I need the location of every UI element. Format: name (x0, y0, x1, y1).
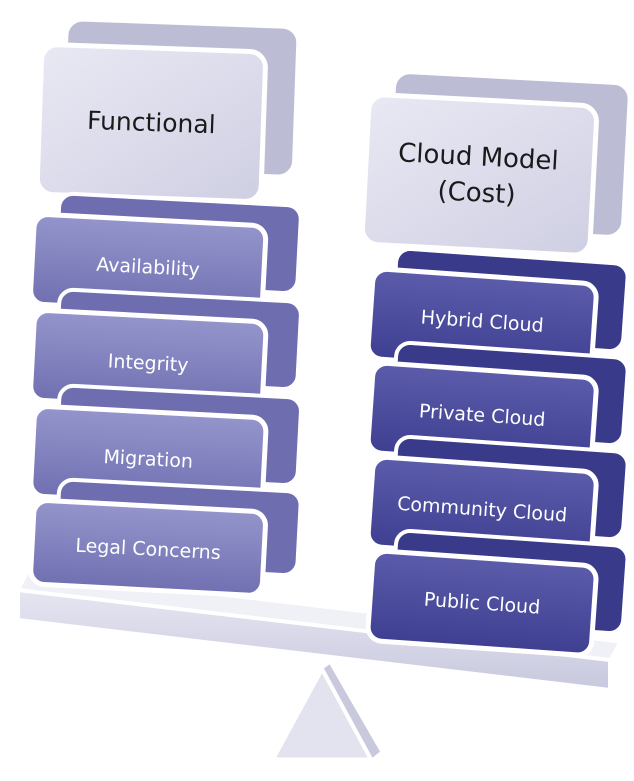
public-cloud-block: Public Cloud (365, 528, 630, 658)
migration-label: Migration (103, 446, 194, 473)
fulcrum (269, 660, 384, 763)
functional-header-label: Functional (87, 106, 217, 139)
functional-header-block: Functional (34, 17, 301, 204)
legal-concerns-block: Legal Concerns (28, 477, 303, 598)
cloud-model-header-line2: (Cost) (437, 176, 517, 210)
left-column: Functional Availability Integrity Migrat… (28, 17, 303, 598)
cloud-model-header-block: Cloud Model (Cost) (360, 70, 632, 258)
right-column: Cloud Model (Cost) Hybrid Cloud Private … (360, 70, 632, 658)
availability-label: Availability (96, 254, 201, 281)
integrity-label: Integrity (107, 350, 189, 376)
